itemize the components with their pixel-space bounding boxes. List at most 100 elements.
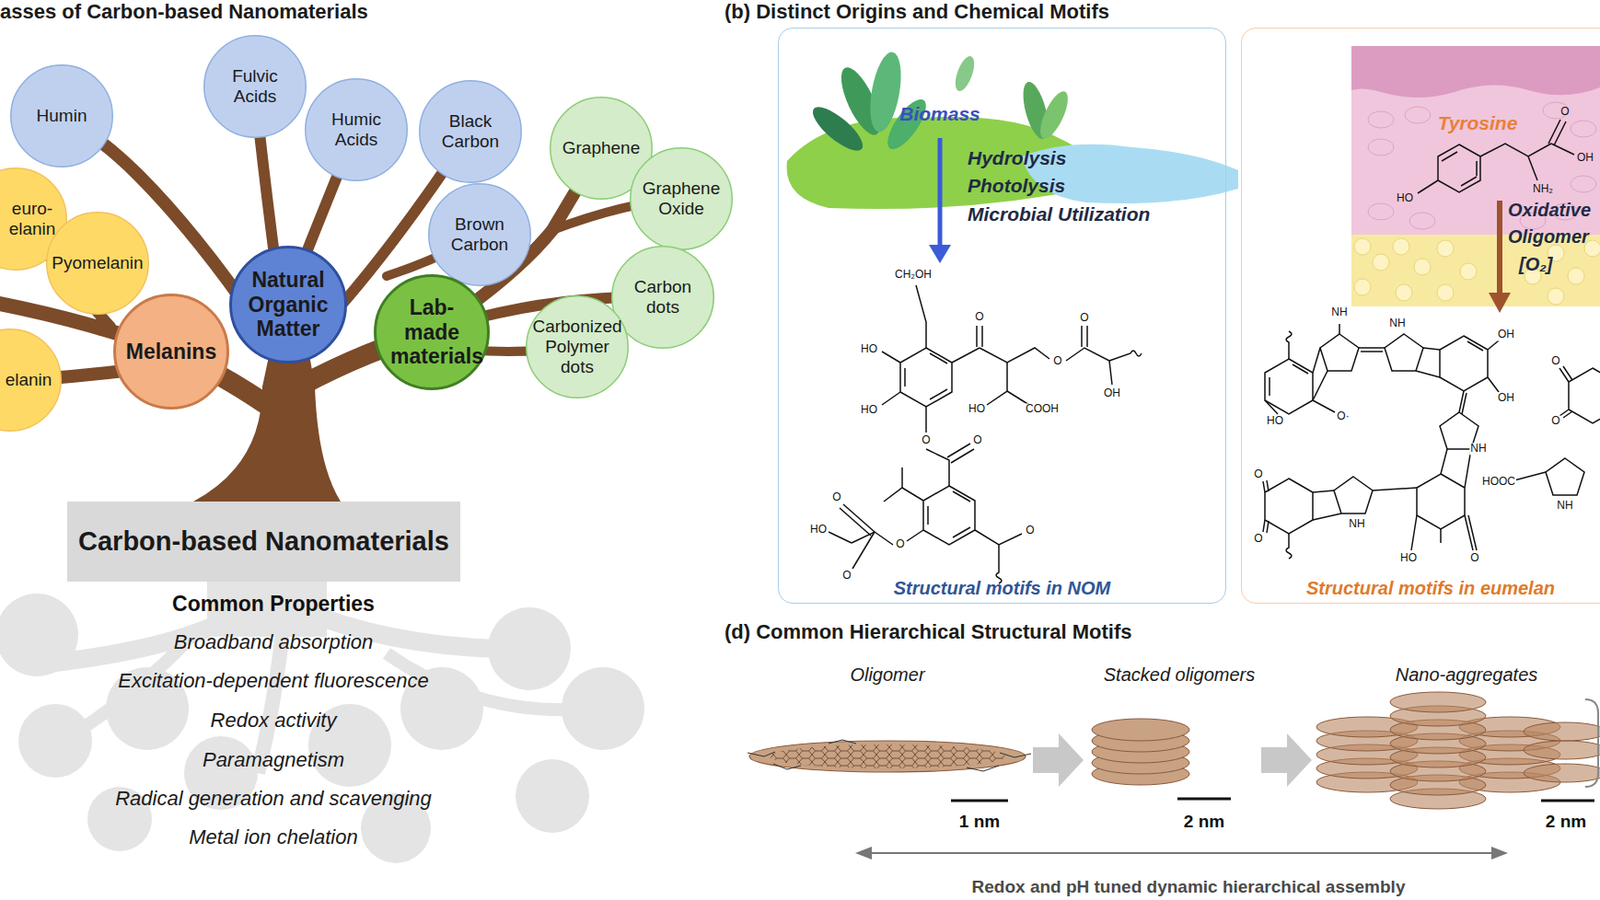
node-label: Lab-made materials — [390, 295, 484, 369]
node-text-area: Carbonized Polymer dots — [525, 295, 629, 399]
text-label: Oxidative — [1507, 199, 1591, 221]
circle-shape — [46, 212, 150, 315]
skin-scene-part-part — [1475, 161, 1478, 176]
atom-label: O — [894, 538, 905, 551]
assembly-scheme-part — [869, 852, 1494, 855]
atom-label: NH — [1347, 518, 1366, 531]
panel-heading: asses of Carbon-based Nanomaterials — [0, 0, 369, 24]
skin-scene-part-part — [1354, 238, 1371, 256]
assembly-scheme — [747, 692, 1600, 860]
text-label: Broadband absorption — [173, 631, 374, 654]
node-label: Pyomelanin — [51, 253, 143, 273]
text-label: Common Properties — [172, 592, 375, 616]
node-text-area: Black Carbon — [418, 80, 522, 184]
assembly-scheme-part — [1491, 846, 1508, 860]
node-label: elanin — [5, 370, 53, 390]
node-text-area: Melanins — [113, 293, 230, 410]
eumelanin-structure-part — [1563, 366, 1573, 381]
node-text-block: Graphene Oxide — [639, 178, 723, 220]
text-label: Redox and pH tuned dynamic hierarchical … — [972, 878, 1406, 898]
assembly-scheme-part — [855, 846, 872, 860]
eumelanin-structure-part — [1468, 515, 1477, 551]
nom-structure-part — [950, 449, 974, 464]
eumelanin-structure-part — [1264, 400, 1278, 415]
node-text-block: Lab-made materials — [390, 295, 474, 369]
text-label: Microbial Utilization — [967, 203, 1150, 225]
nom-structure-part — [927, 506, 929, 525]
circle-shape — [11, 65, 114, 168]
eumelanin-structure-part — [1411, 515, 1417, 551]
node-label: Melanins — [126, 339, 217, 364]
skin-scene-part-part — [1409, 212, 1436, 230]
skin-scene-part-part — [1372, 254, 1390, 271]
atom-label: O — [920, 434, 931, 447]
text-label: [O₂] — [1518, 254, 1554, 275]
atom-label: O — [1252, 533, 1264, 545]
nom-structure-part — [952, 527, 971, 538]
atom-label: O — [1024, 524, 1035, 537]
node-text-block: Brown Carbon — [442, 214, 517, 256]
skin-scene-part-part — [1392, 238, 1410, 256]
eumelanin-structure-part — [1312, 400, 1335, 413]
atom-label: OH — [1102, 387, 1122, 400]
nom-structure-part — [947, 443, 971, 458]
circle-shape — [419, 81, 522, 184]
assembly-scheme-part-part — [966, 765, 999, 772]
eumelanin-structure-part — [1312, 347, 1321, 373]
atom-label: COOH — [1024, 403, 1060, 416]
atom-label: HOOC — [1481, 475, 1517, 488]
category-circle: Humin — [10, 64, 114, 168]
node-text-block: Structural motifs in NOM — [893, 578, 1112, 600]
atom-label: NH — [1469, 442, 1487, 455]
nom-structure-part — [952, 491, 971, 502]
eumelanin-structure-part — [1415, 371, 1440, 378]
eumelanin-structure-part — [1487, 377, 1499, 393]
skin-scene-part-part — [1460, 176, 1477, 186]
eumelanin-structure-part — [1320, 334, 1359, 372]
nom-structure-part — [852, 532, 875, 569]
eumelanin-structure-part — [1266, 480, 1269, 492]
skin-scene-part-part — [1437, 144, 1481, 193]
eumelanin-structure-part — [1358, 347, 1385, 349]
atom-label: OH — [1496, 328, 1516, 341]
nom-structure-part — [883, 487, 924, 502]
assembly-scheme-part — [1585, 699, 1599, 788]
nom-structure-part — [926, 449, 950, 487]
circle-shape — [428, 184, 532, 287]
atom-label: O· — [1335, 410, 1350, 423]
skin-scene-part-part — [1354, 278, 1371, 296]
nom-structure-part — [975, 325, 978, 348]
node-text-area: Graphene Oxide — [629, 147, 733, 251]
nom-structure-part — [929, 389, 948, 400]
eumelanin-structure — [1263, 324, 1600, 559]
eumelanin-structure-part — [1384, 334, 1424, 372]
panel-heading: (b) Distinct Origins and Chemical Motifs — [724, 0, 1110, 24]
nom-structure-part — [925, 406, 928, 433]
atom-label: OH — [1496, 392, 1516, 405]
atom-label: O — [972, 434, 983, 447]
eumelanin-structure-part — [1461, 393, 1467, 415]
assembly-scheme-part — [1261, 733, 1312, 788]
nom-structure-part — [981, 325, 984, 348]
category-circle: Fulvic Acids — [203, 34, 307, 139]
text-label: Oligomer — [1507, 226, 1589, 247]
nom-structure-part — [1086, 325, 1089, 348]
text-label: Radical generation and scavenging — [115, 788, 432, 811]
text-label: Excitation-dependent fluorescence — [117, 670, 429, 693]
nom-structure-part — [839, 508, 871, 536]
text-label: Photolysis — [967, 174, 1066, 197]
text-label: Nano-aggregates — [1395, 664, 1539, 685]
nom-structure-part — [901, 467, 904, 488]
nom-structure-part — [986, 362, 1008, 406]
skin-scene-part-part — [1395, 284, 1413, 302]
atom-label: HO — [859, 343, 879, 356]
node-text-area: Humic Acids — [304, 78, 408, 182]
skin-scene-part-part — [1368, 139, 1394, 156]
node-text-area: Lab-made materials — [373, 274, 490, 391]
node-text-block: Natural Organic Matter — [240, 267, 337, 341]
biomass-scene-part — [806, 100, 870, 158]
panel-box: Structural motifs in NOM — [777, 27, 1227, 604]
eumelanin-structure-part — [1440, 449, 1448, 475]
node-text-block: Graphene — [562, 138, 641, 159]
atom-label: HO — [1396, 192, 1414, 205]
